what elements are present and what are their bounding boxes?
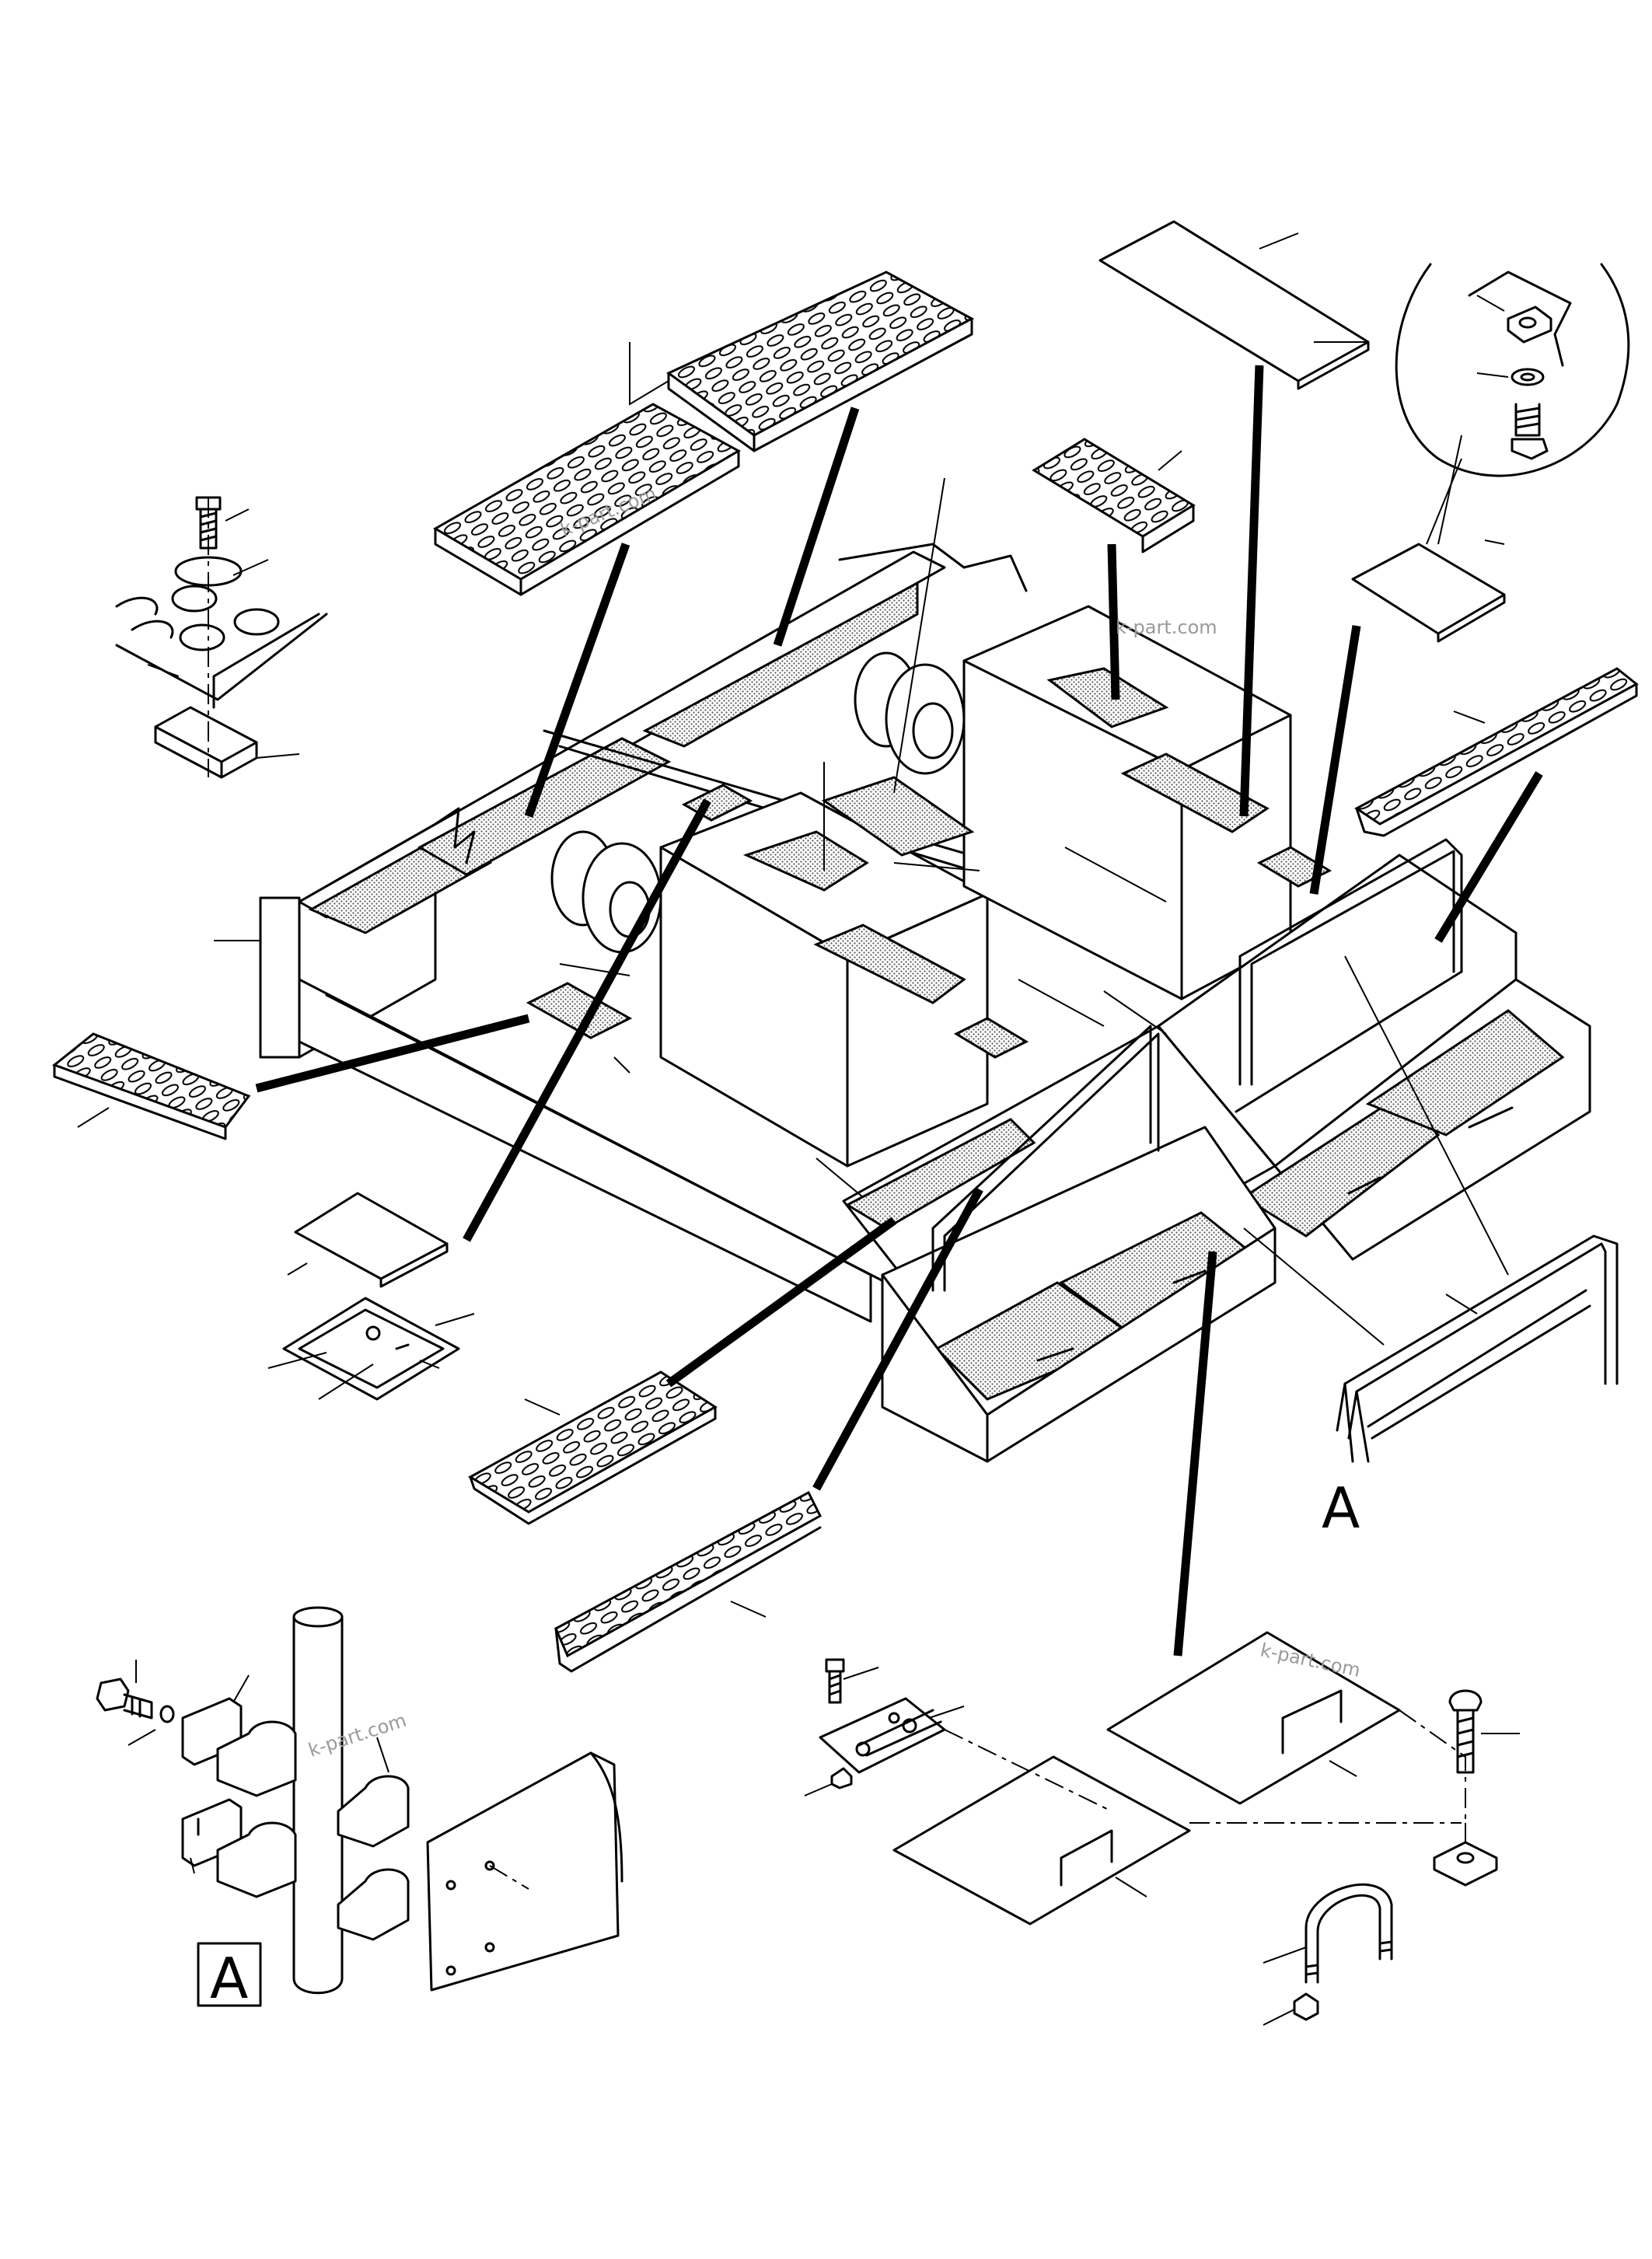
- watermark-2: k-part.com: [1116, 616, 1217, 638]
- detail-a-pipe-clamp: [96, 1606, 623, 2007]
- flat-cover-plate-top-right: [1098, 220, 1370, 390]
- hatch-frame-left: [282, 1297, 460, 1401]
- perforated-plank-right: [1354, 667, 1639, 837]
- explode-arrows: [255, 365, 1543, 1657]
- cover-plate-small-right: [1351, 543, 1506, 643]
- leader-lines: [77, 232, 1509, 1618]
- perforated-plank-top-center: [666, 271, 975, 452]
- circle-detail-fasteners: [1395, 263, 1630, 545]
- view-marker-a: A: [1322, 1475, 1360, 1541]
- watermark-4: k-part.com: [306, 1709, 409, 1761]
- perforated-bracket-small: [1032, 438, 1196, 553]
- hinged-door-assembly: [804, 1631, 1520, 2026]
- perforated-plank-front-center: [554, 1490, 822, 1673]
- fastener-detail-top-left: [115, 496, 328, 779]
- perforated-plank-left: [51, 1032, 251, 1140]
- handrail-right: [1336, 1234, 1619, 1463]
- main-frame-assembly: [259, 543, 1591, 1463]
- perforated-plank-front-left: [467, 1370, 718, 1525]
- perforated-plank-top-left: [433, 403, 742, 596]
- view-marker-a-boxed: A: [210, 1946, 248, 2011]
- cover-plate-left: [294, 1192, 449, 1288]
